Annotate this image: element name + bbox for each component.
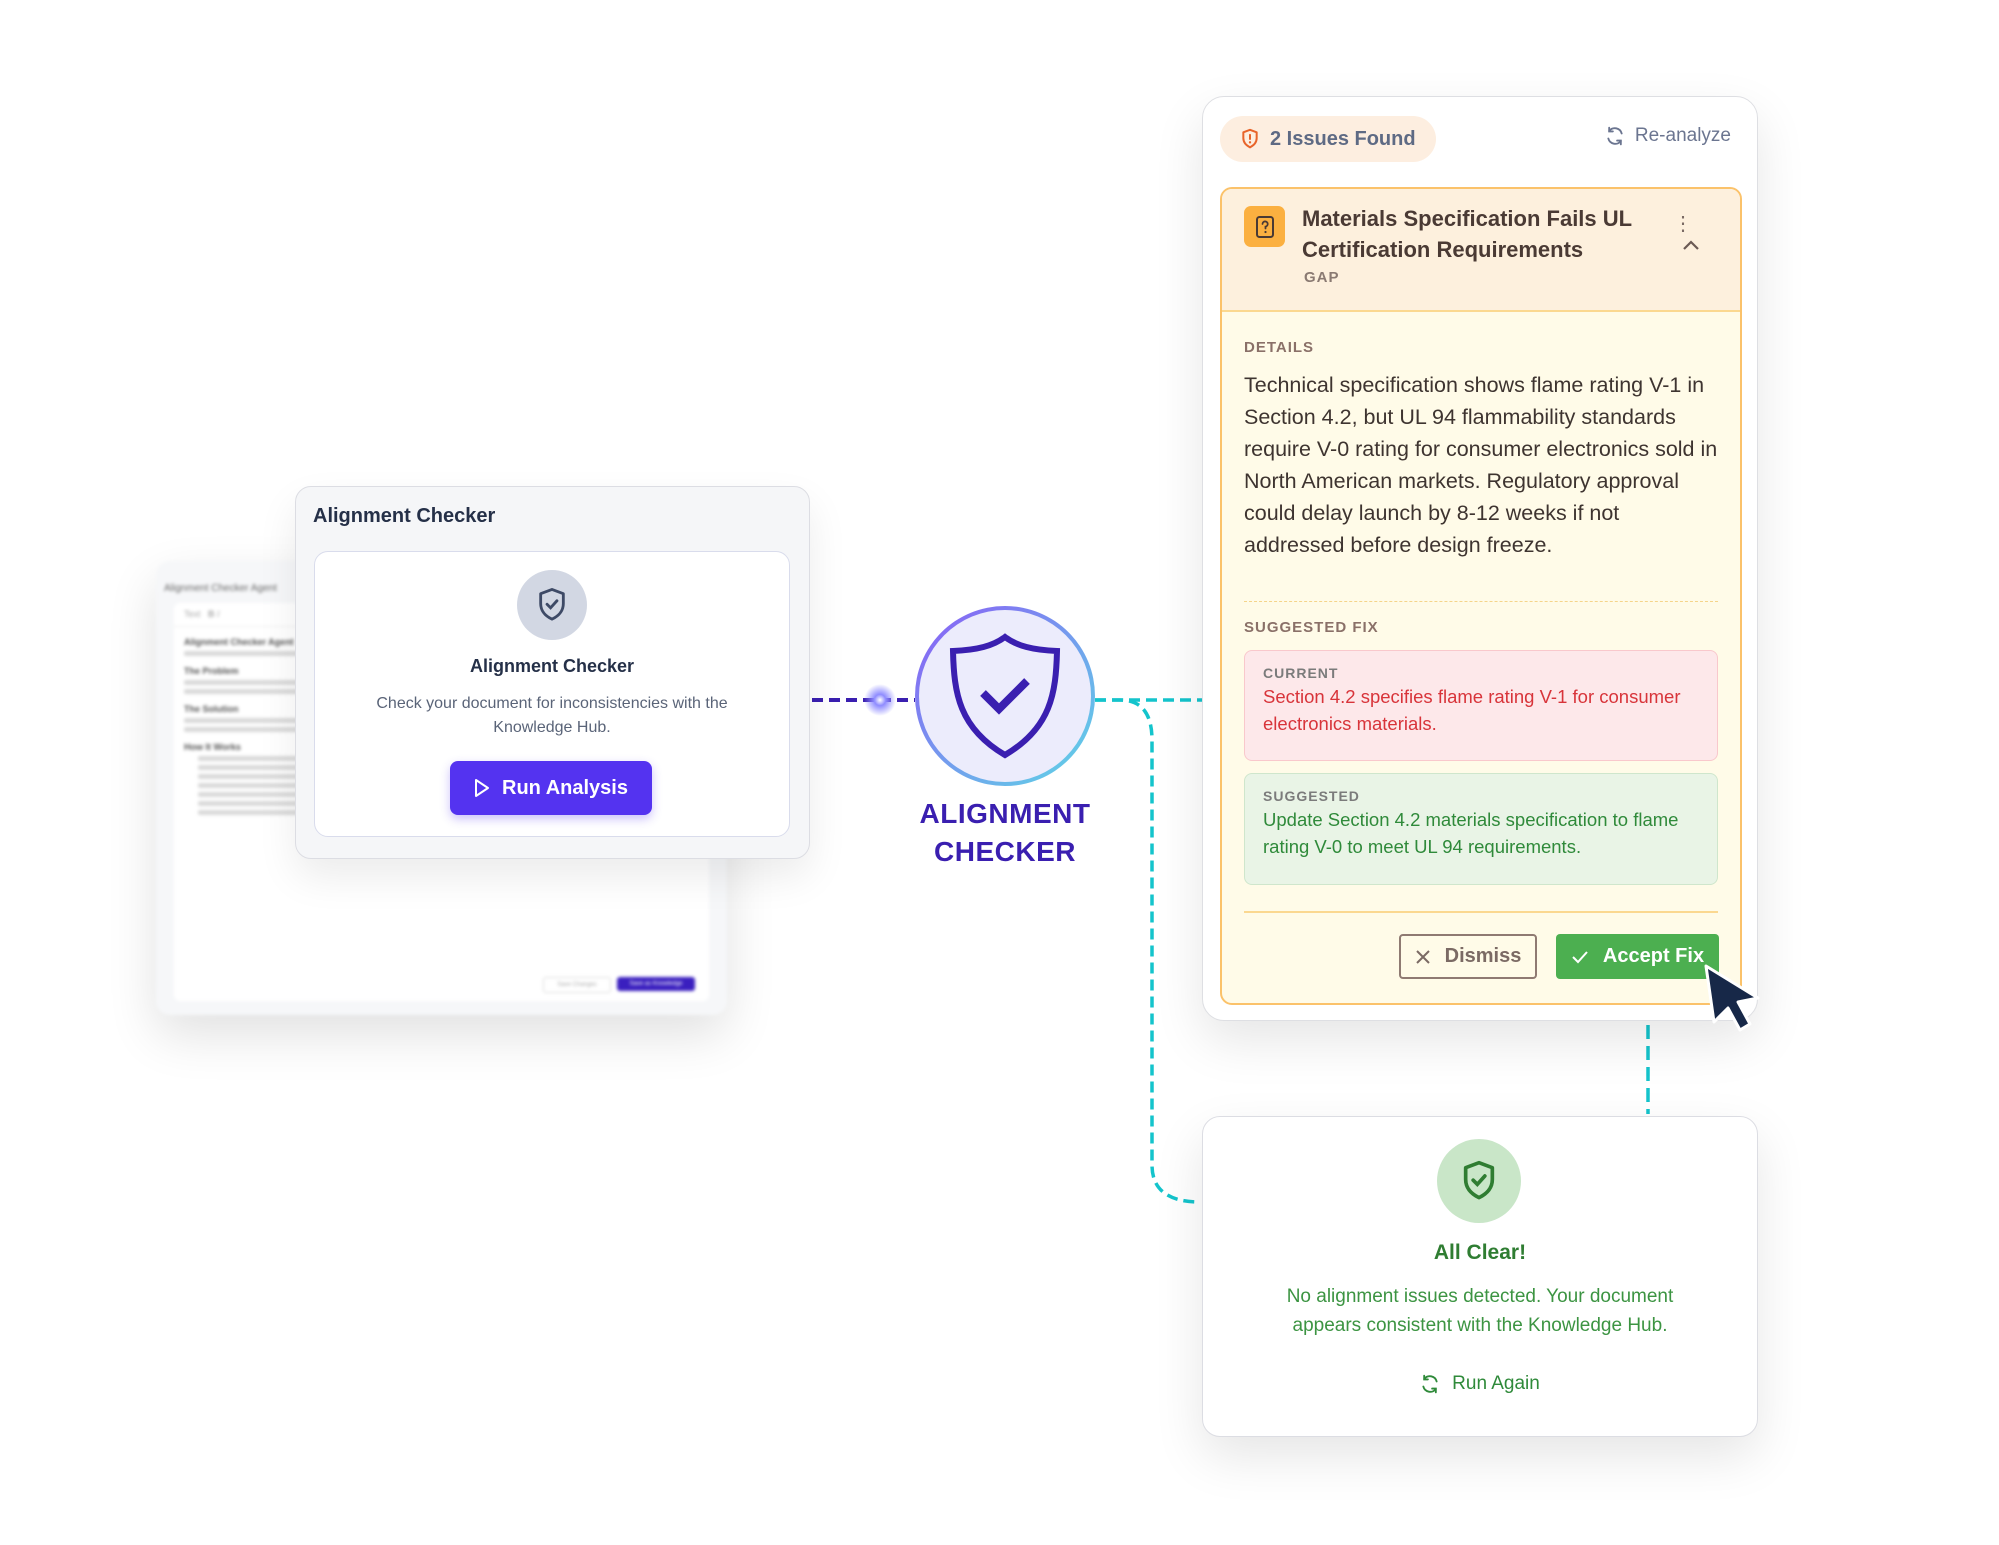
all-clear-description: No alignment issues detected. Your docum… <box>1286 1286 1674 1336</box>
check-icon <box>1572 950 1588 963</box>
alignment-checker-panel: Alignment Checker Alignment Checker Chec… <box>295 486 810 859</box>
run-analysis-button[interactable]: Run Analysis <box>450 761 652 815</box>
alignment-checker-card: Alignment Checker Check your document fo… <box>314 551 790 837</box>
issue-type: GAP <box>1304 269 1340 286</box>
all-clear-card: All Clear! No alignment issues detected.… <box>1202 1116 1758 1437</box>
issue-title: Materials Specification Fails UL Certifi… <box>1302 206 1632 262</box>
more-options-icon[interactable]: ⋮ <box>1673 213 1693 235</box>
details-label: DETAILS <box>1244 339 1315 356</box>
alignment-checker-hub <box>915 606 1095 786</box>
shield-check-icon <box>517 570 587 640</box>
shield-alert-icon <box>1242 128 1258 149</box>
doc-heading: How It Works <box>184 742 241 752</box>
play-icon <box>475 779 490 797</box>
suggested-text-box: SUGGESTED Update Section 4.2 materials s… <box>1244 773 1718 885</box>
mouse-cursor-icon <box>1704 964 1760 1032</box>
run-again-button[interactable]: Run Again <box>1203 1373 1757 1395</box>
refresh-icon <box>1607 126 1623 146</box>
all-clear-title: All Clear! <box>1433 1241 1527 1264</box>
doc-heading: The Problem <box>184 666 239 676</box>
accept-fix-button[interactable]: Accept Fix <box>1556 934 1719 979</box>
dismiss-button[interactable]: Dismiss <box>1399 934 1537 979</box>
reanalyze-button[interactable]: Re-analyze <box>1605 125 1731 147</box>
issue-card: Materials Specification Fails UL Certifi… <box>1220 187 1742 1005</box>
all-clear-connector <box>1095 698 1201 1204</box>
save-knowledge-button: Save as Knowledge <box>617 977 695 991</box>
close-icon <box>1415 949 1430 964</box>
save-changes-button: Save Changes <box>543 977 611 993</box>
card-heading: Alignment Checker <box>469 656 635 676</box>
issues-badge: 2 Issues Found <box>1220 116 1436 162</box>
shield-check-icon <box>949 633 1061 759</box>
shield-check-icon <box>1437 1139 1521 1223</box>
file-question-icon <box>1244 206 1285 247</box>
refresh-icon <box>1422 1374 1438 1394</box>
connector-glow <box>864 684 896 716</box>
divider <box>1244 911 1718 913</box>
suggested-fix-label: SUGGESTED FIX <box>1244 619 1379 636</box>
chevron-up-icon[interactable] <box>1682 239 1700 251</box>
doc-heading: The Solution <box>184 704 239 714</box>
doc-heading: Alignment Checker Agent <box>184 637 294 647</box>
card-description: Check your document for inconsistencies … <box>376 695 728 736</box>
current-text-box: CURRENT Section 4.2 specifies flame rati… <box>1244 650 1718 761</box>
issue-header[interactable]: Materials Specification Fails UL Certifi… <box>1222 189 1740 312</box>
panel-title: Alignment Checker <box>313 505 496 527</box>
run-analysis-label: Run Analysis <box>502 776 628 799</box>
issue-details: Technical specification shows flame rati… <box>1244 373 1718 557</box>
divider <box>1244 601 1718 602</box>
results-panel: 2 Issues Found Re-analyze Materials Spec… <box>1202 96 1758 1021</box>
doc-breadcrumb: Alignment Checker Agent <box>164 583 277 594</box>
